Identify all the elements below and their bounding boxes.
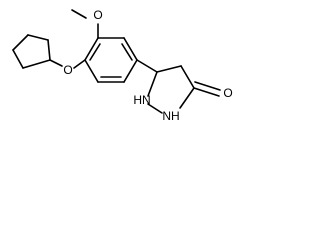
bond-ring-c6-c1 bbox=[123, 59, 138, 83]
bond-ring-double-3 bbox=[89, 43, 101, 61]
bond-cp-2 bbox=[27, 34, 49, 41]
atom-carbonyl-o: O bbox=[223, 86, 232, 100]
bond-o-cyclopentyl bbox=[49, 59, 63, 67]
bond-ring-c5-c6 bbox=[123, 37, 138, 61]
bond-c4-c3 bbox=[180, 65, 195, 89]
bond-methyl-o bbox=[71, 9, 87, 19]
bond-cp-5 bbox=[22, 59, 51, 69]
bond-c6-c5prime bbox=[136, 59, 158, 73]
bond-c5-c4 bbox=[156, 65, 182, 73]
bond-ring-c3-c4 bbox=[84, 37, 99, 61]
bond-ring-c2-c3 bbox=[84, 59, 99, 83]
atom-nh-top: HN bbox=[133, 93, 150, 107]
bond-n1-c5 bbox=[147, 71, 158, 97]
bond-n2-n1 bbox=[147, 103, 163, 114]
atom-ether-o: O bbox=[63, 63, 72, 77]
atom-nh-bottom: NH bbox=[162, 109, 179, 123]
bond-c3-n2 bbox=[179, 87, 195, 109]
chemical-structure: O O HN NH O bbox=[12, 8, 233, 123]
bond-c3-o-carbonyl-double bbox=[194, 81, 221, 91]
atom-methyl-o: O bbox=[93, 8, 102, 22]
bond-c3-o-carbonyl bbox=[193, 87, 220, 97]
bond-ring-double-1 bbox=[121, 43, 133, 61]
bond-c3-o bbox=[73, 59, 86, 69]
bond-cp-1 bbox=[47, 39, 51, 61]
bond-cp-4 bbox=[12, 49, 24, 69]
bond-cp-3 bbox=[12, 34, 29, 51]
